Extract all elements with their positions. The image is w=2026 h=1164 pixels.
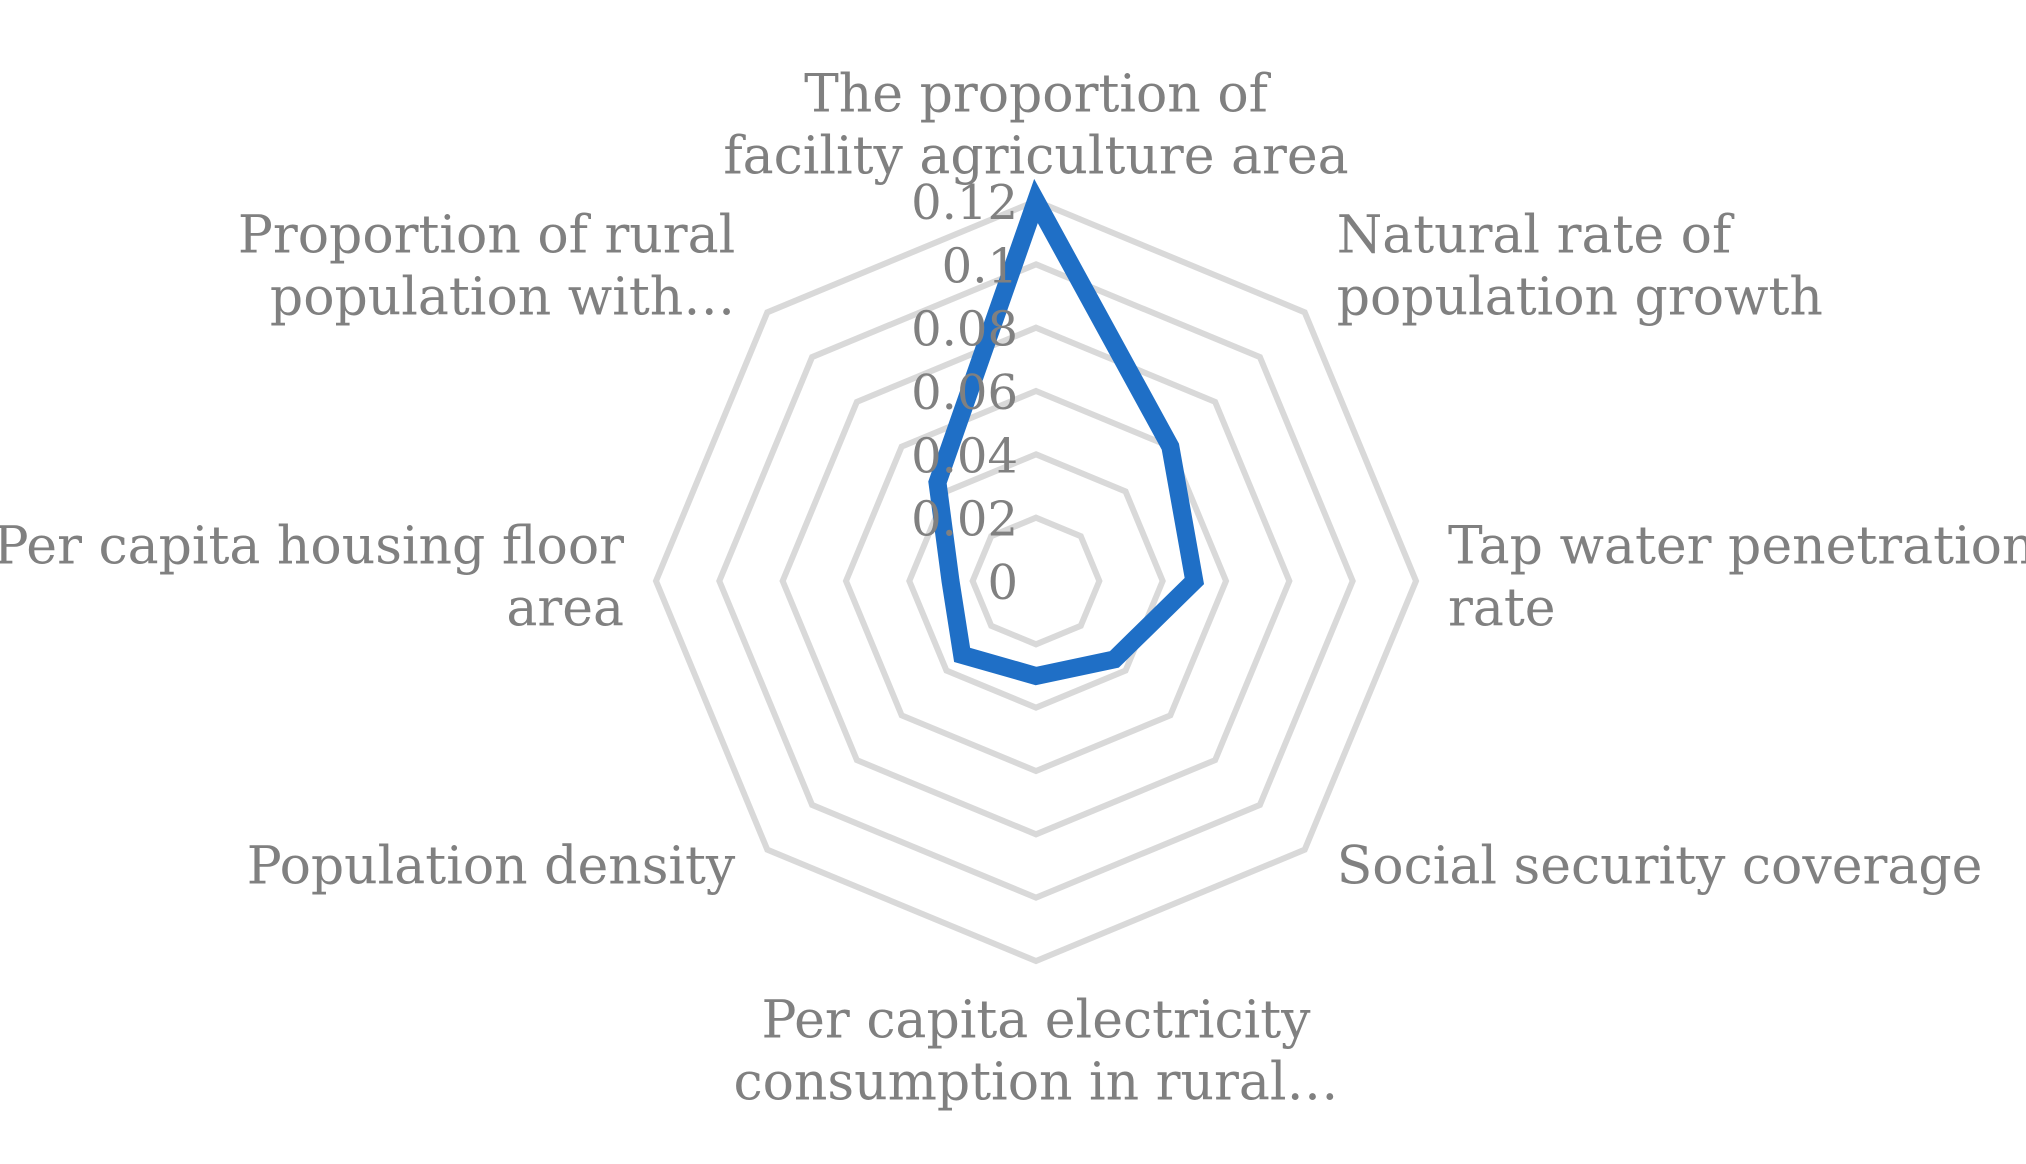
- series-layer: [928, 178, 1205, 686]
- category-label-line: Proportion of rural: [238, 206, 735, 266]
- category-label-line: Social security coverage: [1337, 836, 1983, 896]
- category-label-line: Population density: [247, 836, 736, 896]
- category-label-line: Per capita housing floor: [0, 517, 624, 577]
- tick-layer: 0 0.02 0.04 0.06 0.08 0.1 0.12: [911, 175, 1018, 611]
- category-label-line: Natural rate of: [1337, 206, 1735, 266]
- category-label-line: consumption in rural…: [733, 1053, 1338, 1113]
- grid-layer: [652, 197, 1420, 965]
- grid-ring-3: [842, 387, 1230, 775]
- grid-ring-5: [716, 261, 1356, 901]
- tick-label: 0: [987, 555, 1018, 611]
- category-label-5: Population density: [247, 836, 736, 896]
- category-label-line: The proportion of: [804, 65, 1272, 125]
- category-label-line: Tap water penetration: [1448, 517, 2026, 577]
- grid-ring-4: [779, 324, 1293, 838]
- category-label-line: Per capita electricity: [762, 991, 1312, 1051]
- category-label-line: population growth: [1337, 268, 1823, 328]
- grid-ring-1: [969, 514, 1103, 648]
- tick-label: 0.1: [942, 238, 1018, 294]
- category-label-line: facility agriculture area: [723, 127, 1348, 187]
- tick-label: 0.06: [911, 365, 1018, 421]
- tick-label: 0.04: [911, 428, 1018, 484]
- tick-label: 0.02: [911, 492, 1018, 548]
- category-label-line: area: [506, 579, 624, 639]
- category-label-line: population with…: [270, 268, 735, 328]
- category-label-3: Social security coverage: [1337, 836, 1983, 896]
- series-line-0: [928, 178, 1205, 686]
- category-label-line: rate: [1448, 579, 1556, 639]
- tick-label: 0.08: [911, 302, 1018, 358]
- grid-ring-6: [652, 197, 1420, 965]
- tick-label: 0.12: [911, 175, 1018, 231]
